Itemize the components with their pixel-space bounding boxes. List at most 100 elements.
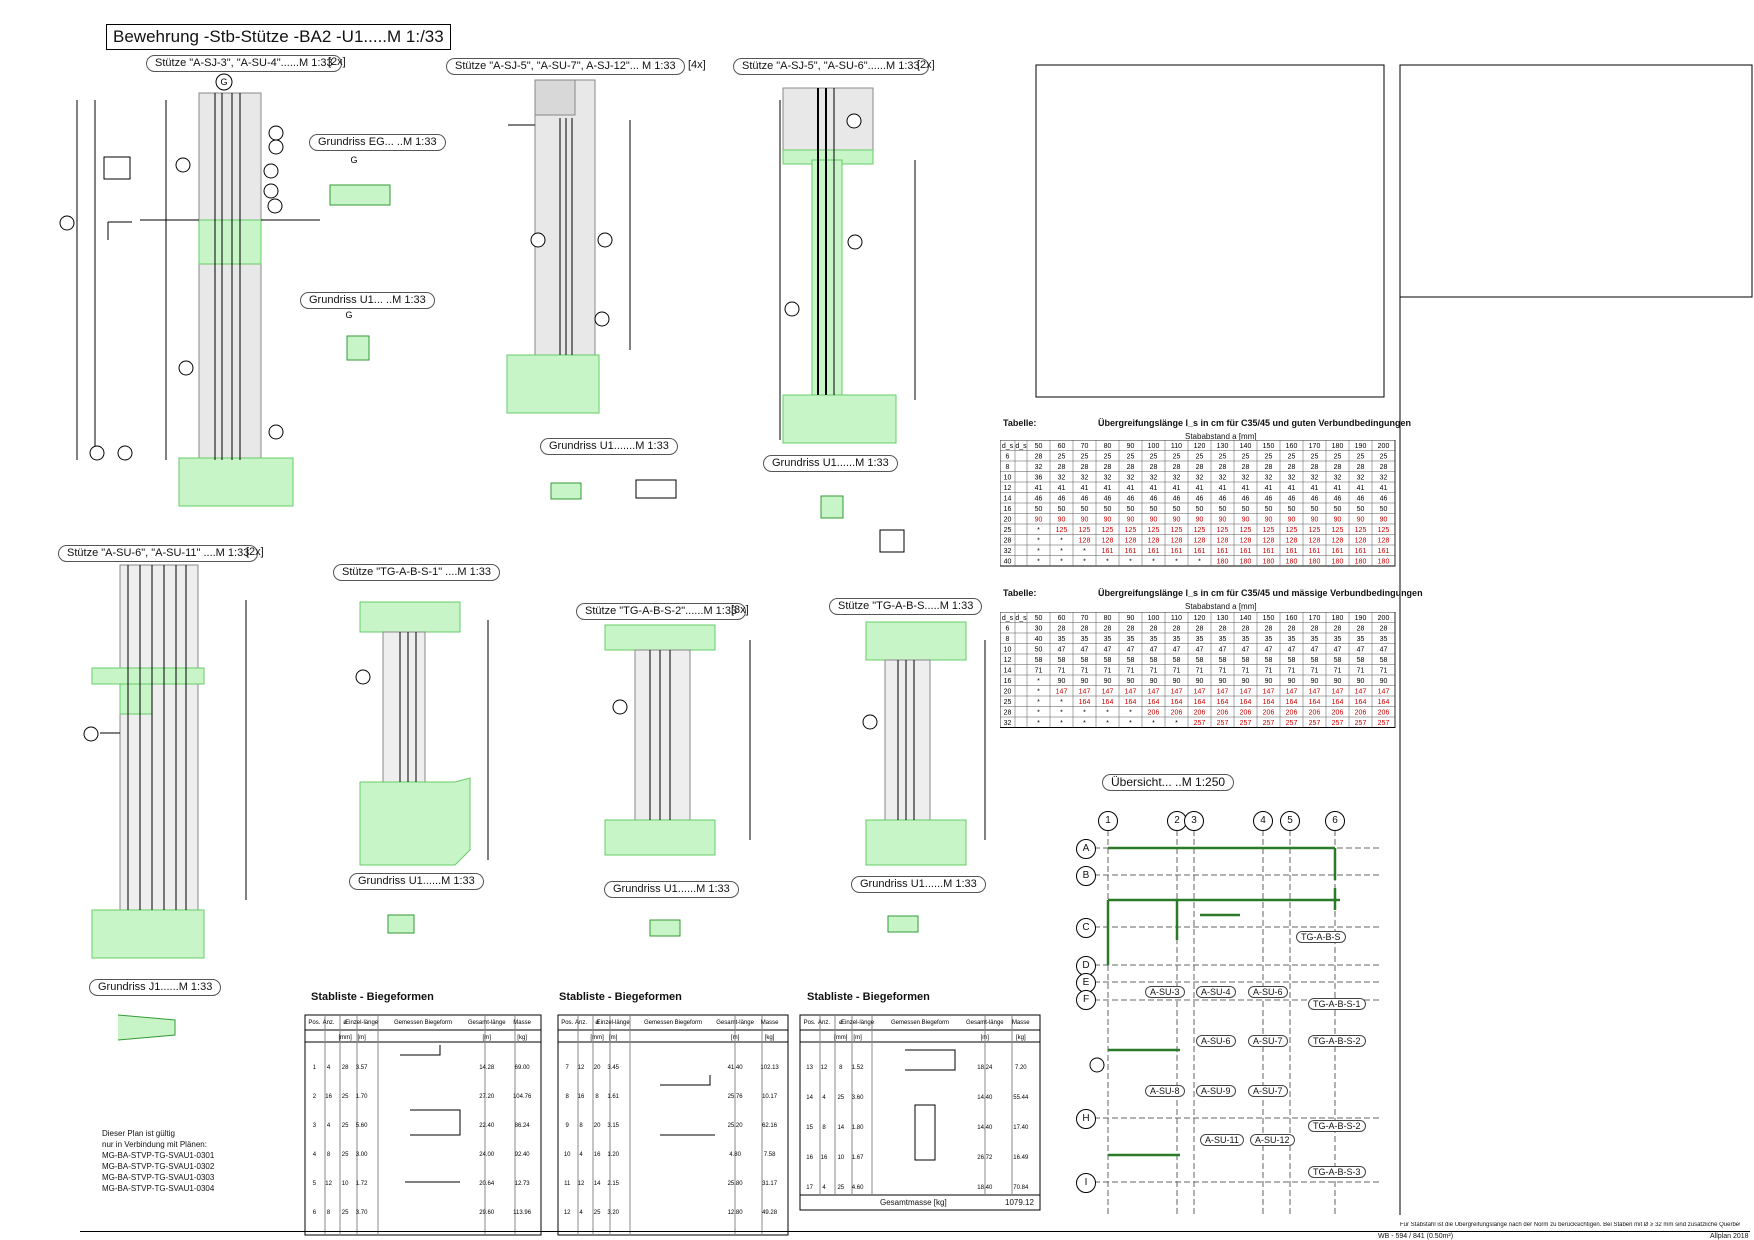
- footer-line: [80, 1231, 1750, 1232]
- svg-text:G: G: [345, 310, 352, 320]
- table-cell: 147: [1194, 689, 1206, 696]
- table-cell: 46: [1104, 496, 1112, 503]
- schedule-cell: 1.72: [356, 1181, 368, 1187]
- table-cell: 32: [1380, 475, 1388, 482]
- footer-right: Allplan 2018: [1710, 1233, 1749, 1240]
- table-cell: 125: [1332, 527, 1344, 534]
- schedule-cell: 7.58: [764, 1152, 776, 1158]
- schedule-unit-cell: [m]: [731, 1035, 740, 1041]
- overview-column-label: A-SU-3: [1145, 986, 1185, 998]
- table-cell: 28: [1104, 464, 1112, 471]
- table-cell: 180: [1309, 559, 1321, 566]
- table-cell: *: [1175, 720, 1178, 727]
- table-header-cell: 70: [1081, 615, 1089, 622]
- schedule-cell: 4.80: [729, 1152, 741, 1158]
- axis-label-left: H: [1076, 1109, 1096, 1129]
- table-cell: 58: [1127, 657, 1135, 664]
- schedule-header-cell: ø: [839, 1020, 843, 1026]
- bar-schedule-sum-value: 1079.12: [1005, 1198, 1034, 1207]
- table-cell: 50: [1127, 506, 1135, 513]
- table-cell: 46: [1127, 496, 1135, 503]
- schedule-cell: 14: [837, 1125, 844, 1131]
- schedule-cell: 3.70: [356, 1210, 368, 1216]
- schedule-cell: 62.16: [762, 1123, 778, 1129]
- table-cell: 206: [1240, 710, 1252, 717]
- view-label: Stütze "A-SU-6", "A-SU-11" ....M 1:33: [58, 545, 259, 562]
- table-cell: 90: [1104, 678, 1112, 685]
- bar-schedule-title: Stabliste - Biegeformen: [807, 991, 930, 1003]
- schedule-cell: 10: [342, 1181, 349, 1187]
- table-cell: 30: [1035, 626, 1043, 633]
- table-cell: 90: [1288, 517, 1296, 524]
- schedule-unit-cell: [m]: [609, 1035, 618, 1041]
- schedule-unit-cell: [mm]: [338, 1035, 352, 1041]
- table-header-cell: 110: [1171, 615, 1182, 622]
- schedule-cell: 2.15: [607, 1181, 619, 1187]
- table-cell: 25: [1357, 454, 1365, 461]
- table-cell: 90: [1127, 517, 1135, 524]
- schedule-cell: 16: [578, 1094, 585, 1100]
- schedule-cell: 29.60: [479, 1210, 495, 1216]
- table-cell: *: [1037, 538, 1040, 545]
- table-cell: 36: [1035, 475, 1043, 482]
- table-cell: 28: [1288, 464, 1296, 471]
- table-cell: *: [1060, 559, 1063, 566]
- overview-column-label: TG-A-B-S-2: [1308, 1120, 1366, 1132]
- table-cell: 257: [1240, 720, 1252, 727]
- schedule-cell: 12.73: [515, 1181, 531, 1187]
- table-cell: 58: [1334, 657, 1342, 664]
- note-line: MG-BA-STVP-TG-SVAU1-0304: [102, 1184, 215, 1193]
- table-header-cell: 130: [1217, 615, 1229, 622]
- table-cell: 180: [1355, 559, 1367, 566]
- table-cell: 50: [1357, 506, 1365, 513]
- schedule-cell: 11: [564, 1181, 571, 1187]
- table-cell: 28: [1196, 464, 1204, 471]
- table-cell: 71: [1035, 668, 1043, 675]
- schedule-cell: 1.61: [607, 1094, 619, 1100]
- table-cell: 128: [1332, 538, 1344, 545]
- table-header-cell: 60: [1058, 443, 1066, 450]
- table-cell: 90: [1334, 517, 1342, 524]
- table-cell: 32: [1081, 475, 1089, 482]
- table-cell: 128: [1102, 538, 1114, 545]
- table-header-cell: 200: [1378, 443, 1390, 450]
- table-cell: 147: [1148, 689, 1160, 696]
- table-cell: 90: [1150, 678, 1158, 685]
- table-cell: 50: [1058, 506, 1066, 513]
- table-cell: 41: [1173, 485, 1181, 492]
- schedule-cell: 16: [325, 1094, 332, 1100]
- table-cell: 25: [1127, 454, 1135, 461]
- table-cell: 180: [1217, 559, 1229, 566]
- table-cell: 32: [1265, 475, 1273, 482]
- table-cell: 71: [1242, 668, 1250, 675]
- table-cell: 20: [1004, 517, 1012, 524]
- table-header-cell: d_s: [1015, 443, 1027, 450]
- table-cell: 25: [1173, 454, 1181, 461]
- table-cell: 71: [1104, 668, 1112, 675]
- table-cell: 28: [1311, 626, 1319, 633]
- table-cell: 28: [1004, 710, 1012, 717]
- schedule-cell: 7.20: [1015, 1065, 1027, 1071]
- table-cell: 25: [1265, 454, 1273, 461]
- table-cell: 28: [1127, 626, 1135, 633]
- table-header-cell: 180: [1332, 615, 1344, 622]
- schedule-header-cell: Gemessen Biegeform: [891, 1020, 949, 1026]
- note-line: MG-BA-STVP-TG-SVAU1-0303: [102, 1173, 215, 1182]
- plan-label: Grundriss U1......M 1:33: [763, 455, 898, 472]
- table-cell: 20: [1004, 689, 1012, 696]
- table-cell: 46: [1196, 496, 1204, 503]
- table-cell: 32: [1288, 475, 1296, 482]
- table-cell: 28: [1334, 464, 1342, 471]
- note-line: nur in Verbindung mit Plänen:: [102, 1140, 207, 1149]
- table-cell: 90: [1380, 517, 1388, 524]
- table-cell: 25: [1380, 454, 1388, 461]
- table-cell: 46: [1035, 496, 1043, 503]
- table-cell: 32: [1104, 475, 1112, 482]
- table-cell: 58: [1311, 657, 1319, 664]
- table-cell: 16: [1004, 678, 1012, 685]
- plan-label: Grundriss EG... ..M 1:33: [309, 134, 446, 151]
- table-cell: 164: [1102, 699, 1114, 706]
- table-cell: 25: [1219, 454, 1227, 461]
- axis-label-left: A: [1076, 839, 1096, 859]
